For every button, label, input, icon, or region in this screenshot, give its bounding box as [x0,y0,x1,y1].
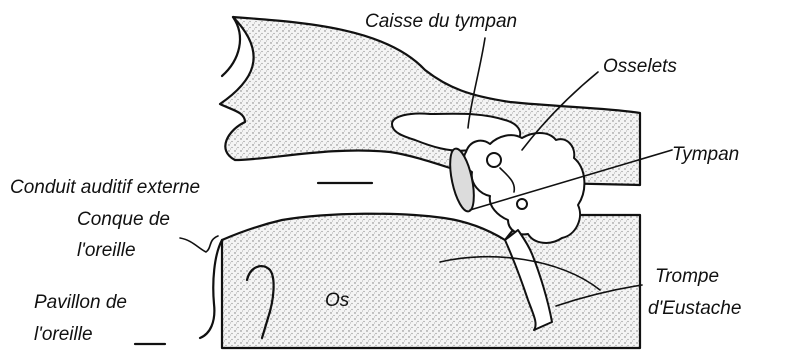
label-trompe-line1: Trompe [655,266,719,287]
label-conque-line2: l'oreille [77,240,136,261]
label-osselets: Osselets [603,56,677,77]
ossicle-stapes [517,199,527,209]
ossicles-cluster [464,133,584,243]
label-conduit-auditif-externe: Conduit auditif externe [10,177,200,198]
label-pavillon-line2: l'oreille [34,324,93,345]
label-tympan: Tympan [672,144,739,165]
label-caisse-du-tympan: Caisse du tympan [365,11,517,32]
ossicle-head [487,153,501,167]
leader-conque [180,236,218,252]
label-os: Os [325,290,350,311]
label-trompe-line2: d'Eustache [648,298,741,319]
lower-bone-tissue [222,214,640,348]
label-conque-line1: Conque de [77,209,170,230]
label-pavillon-line1: Pavillon de [34,292,127,313]
skin-top-curve [222,17,240,76]
ear-lobe-outline [200,240,222,338]
